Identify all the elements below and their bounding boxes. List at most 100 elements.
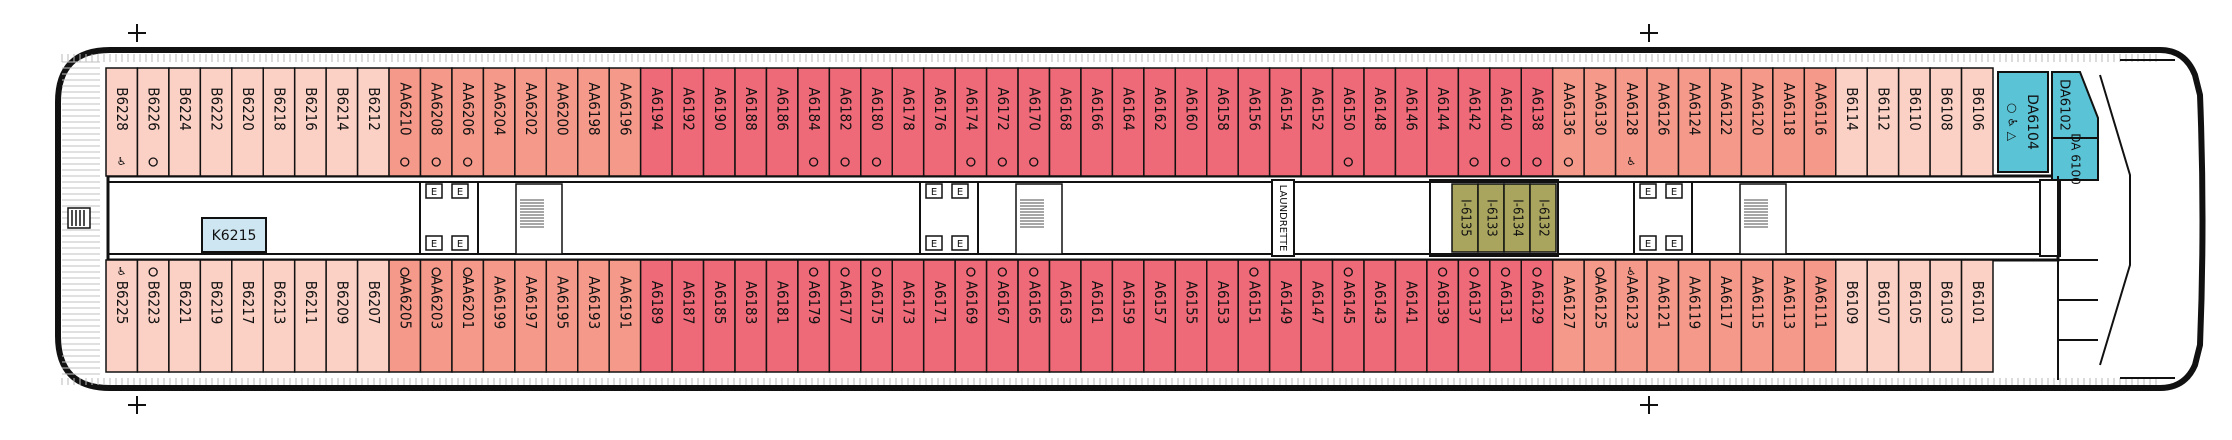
cabin-a6129[interactable]: A6129 xyxy=(1520,259,1554,373)
cabin-a6175[interactable]: A6175 xyxy=(860,259,893,373)
cabin-a6178[interactable]: A6178 xyxy=(891,67,925,177)
cabin-aa6130[interactable]: AA6130 xyxy=(1583,67,1617,177)
cabin-aa6193[interactable]: AA6193 xyxy=(577,259,610,373)
cabin-aa6208[interactable]: AA6208 xyxy=(419,67,453,177)
cabin-a6192[interactable]: A6192 xyxy=(671,67,705,177)
cabin-aa6119[interactable]: AA6119 xyxy=(1677,259,1711,373)
cabin-a6142[interactable]: A6142 xyxy=(1457,67,1491,177)
cabin-b6214[interactable]: B6214 xyxy=(325,67,359,177)
cabin-a6185[interactable]: A6185 xyxy=(702,259,736,373)
cabin-a6188[interactable]: A6188 xyxy=(734,67,768,177)
cabin-a6172[interactable]: A6172 xyxy=(985,67,1019,177)
cabin-a6137[interactable]: A6137 xyxy=(1457,259,1491,373)
cabin-aa6202[interactable]: AA6202 xyxy=(514,67,548,177)
cabin-b6223[interactable]: B6223 xyxy=(136,259,170,373)
cabin-aa6191[interactable]: AA6191 xyxy=(608,259,642,373)
cabin-aa6126[interactable]: AA6126 xyxy=(1646,67,1680,177)
cabin-a6179[interactable]: A6179 xyxy=(797,259,831,373)
cabin-a6154[interactable]: A6154 xyxy=(1268,67,1302,177)
cabin-b6212[interactable]: B6212 xyxy=(356,67,390,177)
cabin-a6131[interactable]: A6131 xyxy=(1489,259,1523,373)
cabin-a6168[interactable]: A6168 xyxy=(1048,67,1082,177)
cabin-b6224[interactable]: B6224 xyxy=(168,67,202,177)
cabin-a6181[interactable]: A6181 xyxy=(765,259,799,373)
cabin-a6149[interactable]: A6149 xyxy=(1268,259,1302,373)
cabin-aa6116[interactable]: AA6116 xyxy=(1803,67,1837,177)
cabin-a6151[interactable]: A6151 xyxy=(1237,259,1271,373)
cabin-aa6203[interactable]: AA6203 xyxy=(419,259,453,373)
cabin-b6213[interactable]: B6213 xyxy=(262,259,296,373)
cabin-a6139[interactable]: A6139 xyxy=(1426,259,1460,373)
cabin-a6169[interactable]: A6169 xyxy=(954,259,988,373)
cabin-aa6198[interactable]: AA6198 xyxy=(577,67,610,177)
cabin-aa6125[interactable]: AA6125 xyxy=(1583,259,1617,373)
cabin-b6103[interactable]: B6103 xyxy=(1929,259,1963,373)
cabin-aa6118[interactable]: AA6118 xyxy=(1772,67,1806,177)
cabin-aa6113[interactable]: AA6113 xyxy=(1772,259,1806,373)
cabin-a6186[interactable]: A6186 xyxy=(765,67,799,177)
cabin-a6145[interactable]: A6145 xyxy=(1331,259,1365,373)
cabin-a6194[interactable]: A6194 xyxy=(639,67,673,177)
cabin-aa6199[interactable]: AA6199 xyxy=(482,259,516,373)
cabin-a6190[interactable]: A6190 xyxy=(702,67,736,177)
cabin-aa6124[interactable]: AA6124 xyxy=(1677,67,1711,177)
cabin-aa6204[interactable]: AA6204 xyxy=(482,67,516,177)
cabin-b6106[interactable]: B6106 xyxy=(1960,67,1994,177)
cabin-aa6123[interactable]: AA6123♿ xyxy=(1614,259,1648,373)
cabin-aa6121[interactable]: AA6121 xyxy=(1646,259,1680,373)
cabin-a6146[interactable]: A6146 xyxy=(1394,67,1428,177)
cabin-b6207[interactable]: B6207 xyxy=(356,259,390,373)
cabin-b6216[interactable]: B6216 xyxy=(293,67,327,177)
cabin-b6228[interactable]: B6228♿ xyxy=(105,67,139,177)
cabin-aa6117[interactable]: AA6117 xyxy=(1709,259,1743,373)
cabin-a6183[interactable]: A6183 xyxy=(734,259,768,373)
cabin-aa6127[interactable]: AA6127 xyxy=(1551,259,1585,373)
cabin-b6211[interactable]: B6211 xyxy=(293,259,327,373)
cabin-a6155[interactable]: A6155 xyxy=(1174,259,1208,373)
cabin-a6138[interactable]: A6138 xyxy=(1520,67,1554,177)
cabin-b6225[interactable]: B6225♿ xyxy=(105,259,139,373)
cabin-b6209[interactable]: B6209 xyxy=(325,259,359,373)
cabin-a6163[interactable]: A6163 xyxy=(1048,259,1082,373)
cabin-b6218[interactable]: B6218 xyxy=(262,67,296,177)
suite-da6100[interactable] xyxy=(2051,137,2099,181)
cabin-a6173[interactable]: A6173 xyxy=(891,259,925,373)
cabin-a6177[interactable]: A6177 xyxy=(828,259,862,373)
cabin-aa6201[interactable]: AA6201 xyxy=(451,259,485,373)
cabin-a6162[interactable]: A6162 xyxy=(1143,67,1177,177)
cabin-aa6195[interactable]: AA6195 xyxy=(545,259,579,373)
cabin-a6148[interactable]: A6148 xyxy=(1363,67,1397,177)
cabin-a6180[interactable]: A6180 xyxy=(860,67,893,177)
cabin-aa6205[interactable]: AA6205 xyxy=(388,259,422,373)
cabin-a6158[interactable]: A6158 xyxy=(1206,67,1239,177)
cabin-a6187[interactable]: A6187 xyxy=(671,259,705,373)
cabin-b6217[interactable]: B6217 xyxy=(231,259,265,373)
cabin-b6101[interactable]: B6101 xyxy=(1960,259,1994,373)
cabin-b6105[interactable]: B6105 xyxy=(1897,259,1931,373)
cabin-aa6206[interactable]: AA6206 xyxy=(451,67,485,177)
cabin-a6182[interactable]: A6182 xyxy=(828,67,862,177)
cabin-a6143[interactable]: A6143 xyxy=(1363,259,1397,373)
cabin-a6153[interactable]: A6153 xyxy=(1206,259,1239,373)
cabin-aa6210[interactable]: AA6210 xyxy=(388,67,422,177)
cabin-a6159[interactable]: A6159 xyxy=(1111,259,1145,373)
cabin-i-6132[interactable]: I-6132 xyxy=(1529,183,1557,253)
cabin-aa6136[interactable]: AA6136 xyxy=(1551,67,1585,177)
cabin-aa6120[interactable]: AA6120 xyxy=(1740,67,1774,177)
cabin-aa6128[interactable]: AA6128♿ xyxy=(1614,67,1648,177)
cabin-aa6196[interactable]: AA6196 xyxy=(608,67,642,177)
cabin-a6171[interactable]: A6171 xyxy=(922,259,956,373)
cabin-b6112[interactable]: B6112 xyxy=(1866,67,1900,177)
cabin-b6107[interactable]: B6107 xyxy=(1866,259,1900,373)
cabin-b6108[interactable]: B6108 xyxy=(1929,67,1963,177)
cabin-b6110[interactable]: B6110 xyxy=(1897,67,1931,177)
cabin-a6170[interactable]: A6170 xyxy=(1017,67,1051,177)
cabin-i-6135[interactable]: I-6135 xyxy=(1451,183,1479,253)
cabin-a6184[interactable]: A6184 xyxy=(797,67,831,177)
cabin-aa6200[interactable]: AA6200 xyxy=(545,67,579,177)
cabin-a6150[interactable]: A6150 xyxy=(1331,67,1365,177)
cabin-a6164[interactable]: A6164 xyxy=(1111,67,1145,177)
crew-room[interactable]: K6215 xyxy=(201,217,267,253)
cabin-b6221[interactable]: B6221 xyxy=(168,259,202,373)
cabin-a6166[interactable]: A6166 xyxy=(1080,67,1114,177)
